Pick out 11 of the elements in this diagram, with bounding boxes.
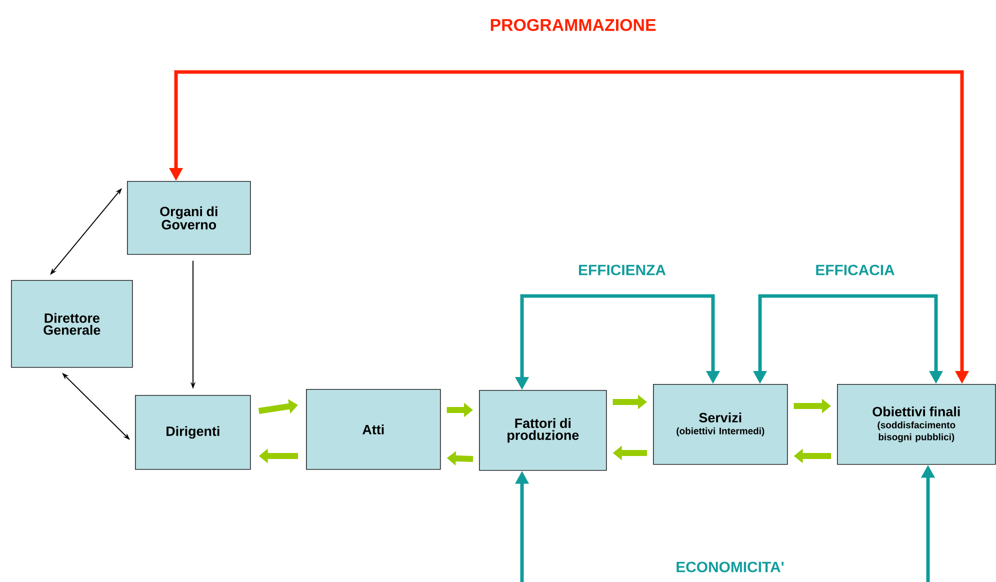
process-box: Dirigenti [135,395,251,470]
process-box: Atti [306,389,441,470]
edge-label: EFFICIENZA [579,264,666,276]
process-box: Servizi (obiettivi Intermedi) [653,384,788,465]
process-box: Obiettivi finali (soddisfacimento bisogni pubblici) [837,384,996,465]
process-box: Fattori di produzione [479,390,607,471]
edge-label: EFFICACIA [816,264,894,276]
edge-label: PROGRAMMAZIONE [490,19,656,31]
process-box: Organi di Governo [127,181,251,255]
text-label: ECONOMICITA' [676,562,784,572]
process-box: Direttore Generale [11,280,133,368]
